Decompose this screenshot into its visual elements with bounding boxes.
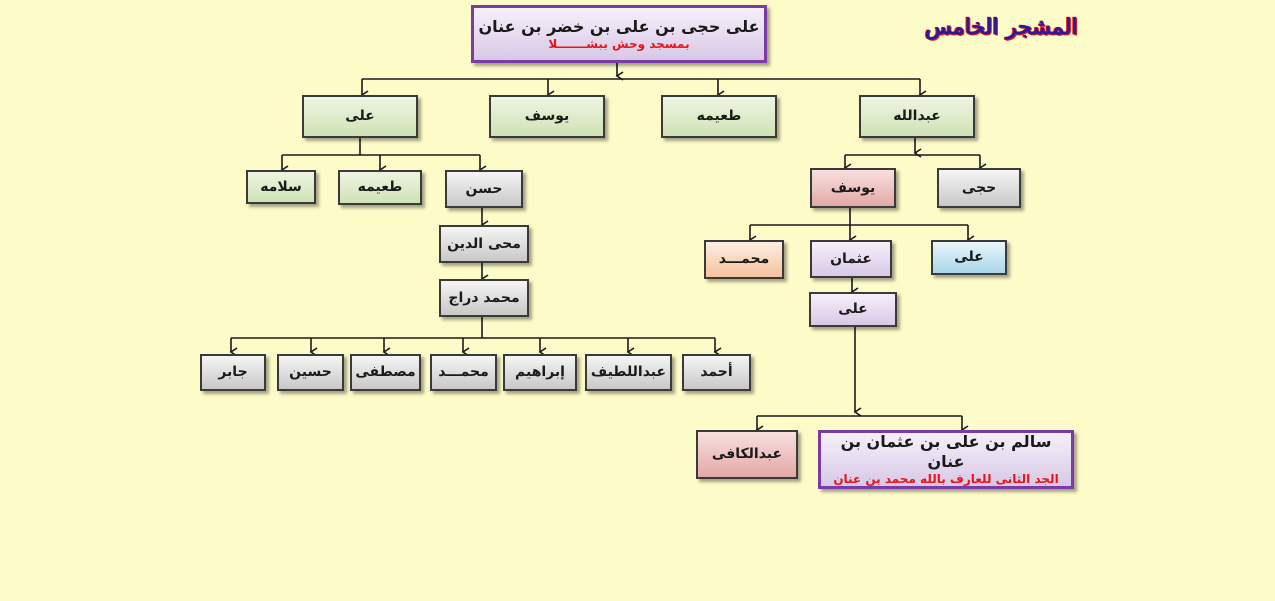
node-salamah: سلامه [246, 170, 316, 204]
node-ahmad-label: أحمد [700, 364, 733, 380]
node-root-name: على حجى بن على بن خضر بن عنان [478, 16, 760, 36]
node-tuaymah: طعيمه [661, 95, 777, 138]
node-abdullah-label: عبدالله [893, 108, 941, 124]
node-hajji-label: حجى [961, 179, 997, 196]
node-ahmad: أحمد [682, 354, 751, 391]
node-jabir: جابر [200, 354, 266, 391]
node-ali-r: على [931, 240, 1007, 275]
node-yusuf: يوسف [489, 95, 605, 138]
node-tuaymah2-label: طعيمه [357, 179, 403, 195]
chart-title: المشجر الخامس [925, 14, 1078, 40]
node-jabir-label: جابر [218, 364, 248, 380]
node-abdullatif-label: عبداللطيف [590, 364, 667, 380]
node-yusuf-label: يوسف [524, 108, 570, 124]
node-hasan-label: حسن [465, 180, 503, 197]
node-salamah-label: سلامه [260, 178, 302, 195]
node-yusuf2-label: يوسف [830, 179, 876, 196]
node-mustafa: مصطفى [350, 354, 421, 391]
node-ali-label: على [345, 108, 375, 124]
node-muhammad-r: محمـــد [704, 240, 784, 279]
node-ibrahim-label: إبراهيم [515, 364, 565, 380]
node-tuaymah2: طعيمه [338, 170, 422, 205]
node-muhammad-darraj: محمد دراج [439, 279, 529, 317]
node-salim-name: سالم بن على بن عثمان بن عنان [840, 432, 1052, 471]
node-hasan: حسن [445, 170, 523, 208]
node-ali-r2: على [809, 292, 897, 327]
node-abdulkafi-label: عبدالكافى [711, 446, 783, 462]
node-muhyiddin-label: محى الدين [447, 235, 521, 252]
node-ali-r2-label: على [838, 301, 868, 317]
node-uthman: عثمان [810, 240, 892, 278]
node-mustafa-label: مصطفى [355, 364, 416, 380]
node-root: على حجى بن على بن خضر بن عنان بمسجد وحش … [471, 5, 767, 63]
node-muhammad-l-label: محمـــد [438, 364, 489, 380]
node-muhammad-l: محمـــد [430, 354, 497, 391]
node-muhammad-r-label: محمـــد [718, 251, 770, 267]
node-muhammad-darraj-label: محمد دراج [448, 289, 520, 306]
node-root-subtitle: بمسجد وحش ببشـــــــلا [548, 36, 690, 51]
node-husayn: حسين [277, 354, 344, 391]
node-hajji: حجى [937, 168, 1021, 208]
node-husayn-label: حسين [289, 364, 332, 380]
node-abdulkafi: عبدالكافى [696, 430, 798, 479]
node-abdullatif: عبداللطيف [585, 354, 672, 391]
node-yusuf2: يوسف [810, 168, 896, 208]
node-muhyiddin: محى الدين [439, 225, 529, 263]
node-abdullah: عبدالله [859, 95, 975, 138]
node-ali-r-label: على [954, 249, 984, 265]
node-salim: سالم بن على بن عثمان بن عنان الجد الثانى… [818, 430, 1074, 489]
node-uthman-label: عثمان [830, 250, 872, 267]
node-ibrahim: إبراهيم [503, 354, 577, 391]
node-ali: على [302, 95, 418, 138]
node-tuaymah-label: طعيمه [696, 108, 742, 124]
node-salim-subtitle: الجد الثانى للعارف بالله محمد بن عنان [833, 472, 1059, 486]
